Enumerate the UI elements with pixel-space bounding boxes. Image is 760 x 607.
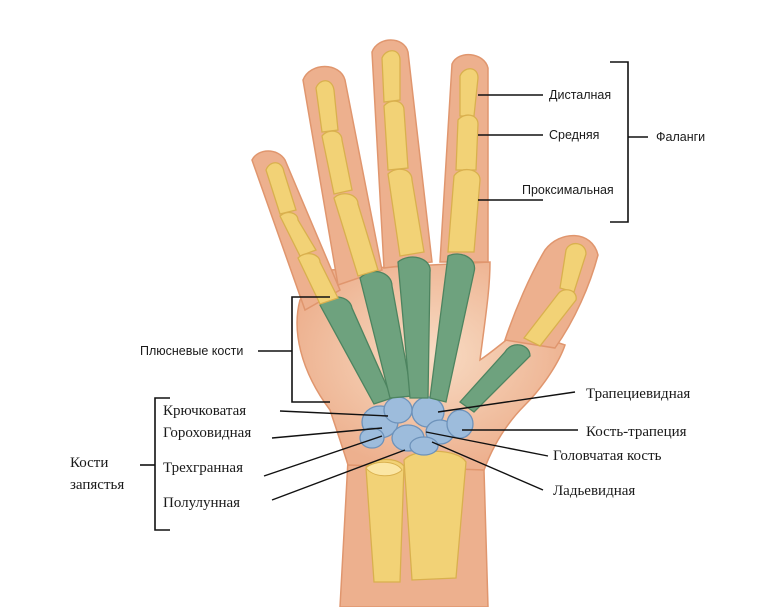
carpal-bracket bbox=[154, 397, 170, 531]
label-trapezium: Кость-трапеция bbox=[586, 424, 687, 440]
label-carpal-line2: запястья bbox=[70, 477, 124, 493]
label-capitate: Головчатая кость bbox=[553, 448, 662, 464]
carpal-bones bbox=[359, 396, 474, 456]
label-proximal: Проксимальная bbox=[522, 183, 614, 197]
label-hamate: Крючковатая bbox=[163, 403, 246, 419]
label-middle: Средняя bbox=[549, 128, 599, 142]
phalanx-bones bbox=[265, 50, 587, 347]
label-metacarpals: Плюсневые кости bbox=[140, 344, 243, 358]
labels: Дисталная Средняя Проксимальная Фаланги … bbox=[70, 88, 705, 511]
label-lunate: Полулунная bbox=[163, 495, 240, 511]
label-carpal-line1: Кости bbox=[70, 455, 108, 471]
phalanges-bracket bbox=[610, 61, 629, 223]
label-scaphoid: Ладьевидная bbox=[553, 483, 635, 499]
forearm-bones bbox=[365, 450, 467, 583]
leader-lines bbox=[258, 94, 578, 501]
label-triquetral: Трехгранная bbox=[163, 460, 243, 476]
label-distal: Дисталная bbox=[549, 88, 611, 102]
label-trapezoid: Трапециевидная bbox=[586, 386, 690, 402]
brackets bbox=[140, 61, 648, 531]
label-phalanges: Фаланги bbox=[656, 130, 705, 144]
label-pisiform: Гороховидная bbox=[163, 425, 251, 441]
metacarpals-bracket bbox=[291, 296, 330, 403]
